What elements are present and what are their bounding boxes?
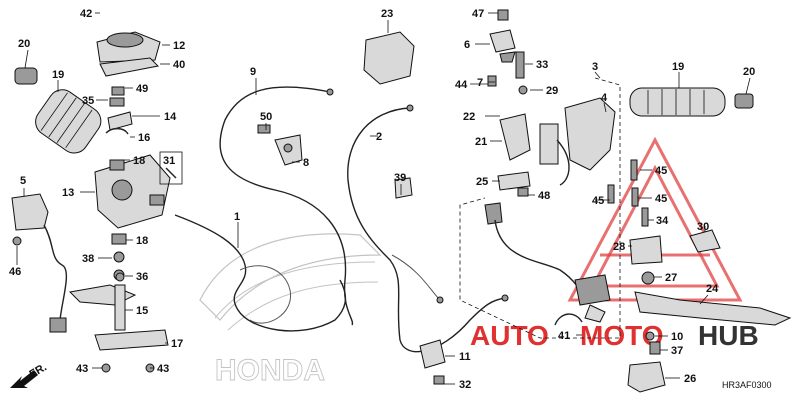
leader-lines: [16, 12, 751, 385]
callout-label: 31: [163, 155, 175, 167]
callout-label: 7: [477, 77, 483, 89]
callout-label: 6: [464, 39, 470, 51]
right-switch-assembly: [459, 9, 621, 339]
callout-label: 43: [157, 363, 169, 375]
callout-label: 28: [613, 241, 625, 253]
callout-label: 18: [136, 235, 148, 247]
callout-label: 19: [672, 61, 684, 73]
watermark-triangle-inner: [590, 164, 720, 288]
callout-label: 4: [601, 92, 608, 104]
callout-label: 46: [9, 266, 21, 278]
left-grip-assembly: [14, 67, 102, 154]
callout-label: 24: [706, 283, 719, 295]
callout-label: 15: [136, 305, 148, 317]
callout-label: 12: [173, 40, 185, 52]
cables: [174, 31, 509, 385]
callout-label: 18: [133, 155, 145, 167]
callout-label: 11: [459, 351, 471, 363]
callout-label: 39: [394, 172, 406, 184]
callout-label: 29: [546, 85, 558, 97]
callout-label: 48: [538, 190, 550, 202]
brake-lever-assembly: [607, 159, 792, 393]
drawing-code: HR3AF0300: [722, 380, 772, 390]
callout-label: 22: [463, 111, 475, 123]
switch-and-lever: [11, 193, 169, 373]
brake-lever: [634, 291, 792, 326]
grip-right: [629, 87, 726, 117]
callout-label: 44: [455, 79, 468, 91]
direction-indicator: FR.: [10, 361, 49, 388]
cable-1: [174, 214, 347, 332]
callout-label: 34: [656, 215, 669, 227]
callout-label: 2: [376, 131, 382, 143]
grip-end-left: [14, 67, 38, 85]
callout-label: 36: [136, 271, 148, 283]
callout-label: 14: [164, 111, 177, 123]
callout-label: 40: [173, 59, 185, 71]
cable-2: [347, 107, 506, 353]
callout-label: 26: [684, 373, 696, 385]
callout-label: 37: [671, 345, 683, 357]
callout-label: 42: [80, 8, 92, 20]
callout-label: 5: [20, 175, 26, 187]
callout-label: 25: [476, 176, 488, 188]
callout-label: 16: [138, 132, 150, 144]
watermark-text-left: AUTO: [470, 320, 549, 351]
callout-label: 32: [459, 379, 471, 391]
callout-label: 45: [655, 165, 667, 177]
cable-9: [219, 86, 354, 326]
callout-label: 3: [592, 61, 598, 73]
callout-label: 41: [558, 330, 570, 342]
callout-label: 20: [18, 38, 30, 50]
honda-wordmark: HONDA: [215, 354, 325, 387]
right-grip-assembly: [629, 87, 754, 117]
honda-wing-mark: HONDA: [199, 233, 382, 387]
callout-label: 8: [303, 157, 309, 169]
callout-label: 47: [472, 8, 484, 20]
callouts: 42 12 40 20 19 49 35 14 16 18 31 13 18 3…: [9, 8, 755, 391]
callout-label: 33: [536, 59, 548, 71]
callout-label: 49: [136, 83, 148, 95]
callout-label: 20: [743, 66, 755, 78]
callout-label: 21: [475, 136, 487, 148]
callout-label: 30: [697, 221, 709, 233]
callout-label: 1: [234, 211, 240, 223]
callout-label: 50: [260, 111, 272, 123]
callout-label: 19: [52, 69, 64, 81]
arrow-forward-icon: [10, 370, 38, 388]
callout-label: 45: [592, 195, 604, 207]
callout-label: 17: [171, 338, 183, 350]
callout-label: 45: [655, 193, 667, 205]
callout-label: 23: [381, 8, 393, 20]
grip-left: [35, 89, 102, 154]
callout-label: 35: [82, 95, 94, 107]
callout-label: 10: [671, 331, 683, 343]
callout-label: 13: [62, 187, 74, 199]
direction-label: FR.: [28, 361, 49, 380]
callout-label: 9: [250, 66, 256, 78]
callout-label: 27: [665, 272, 677, 284]
callout-label: 43: [76, 363, 88, 375]
grip-end-right: [734, 93, 754, 109]
callout-label: 38: [82, 253, 94, 265]
watermark-text-right: HUB: [698, 320, 759, 351]
